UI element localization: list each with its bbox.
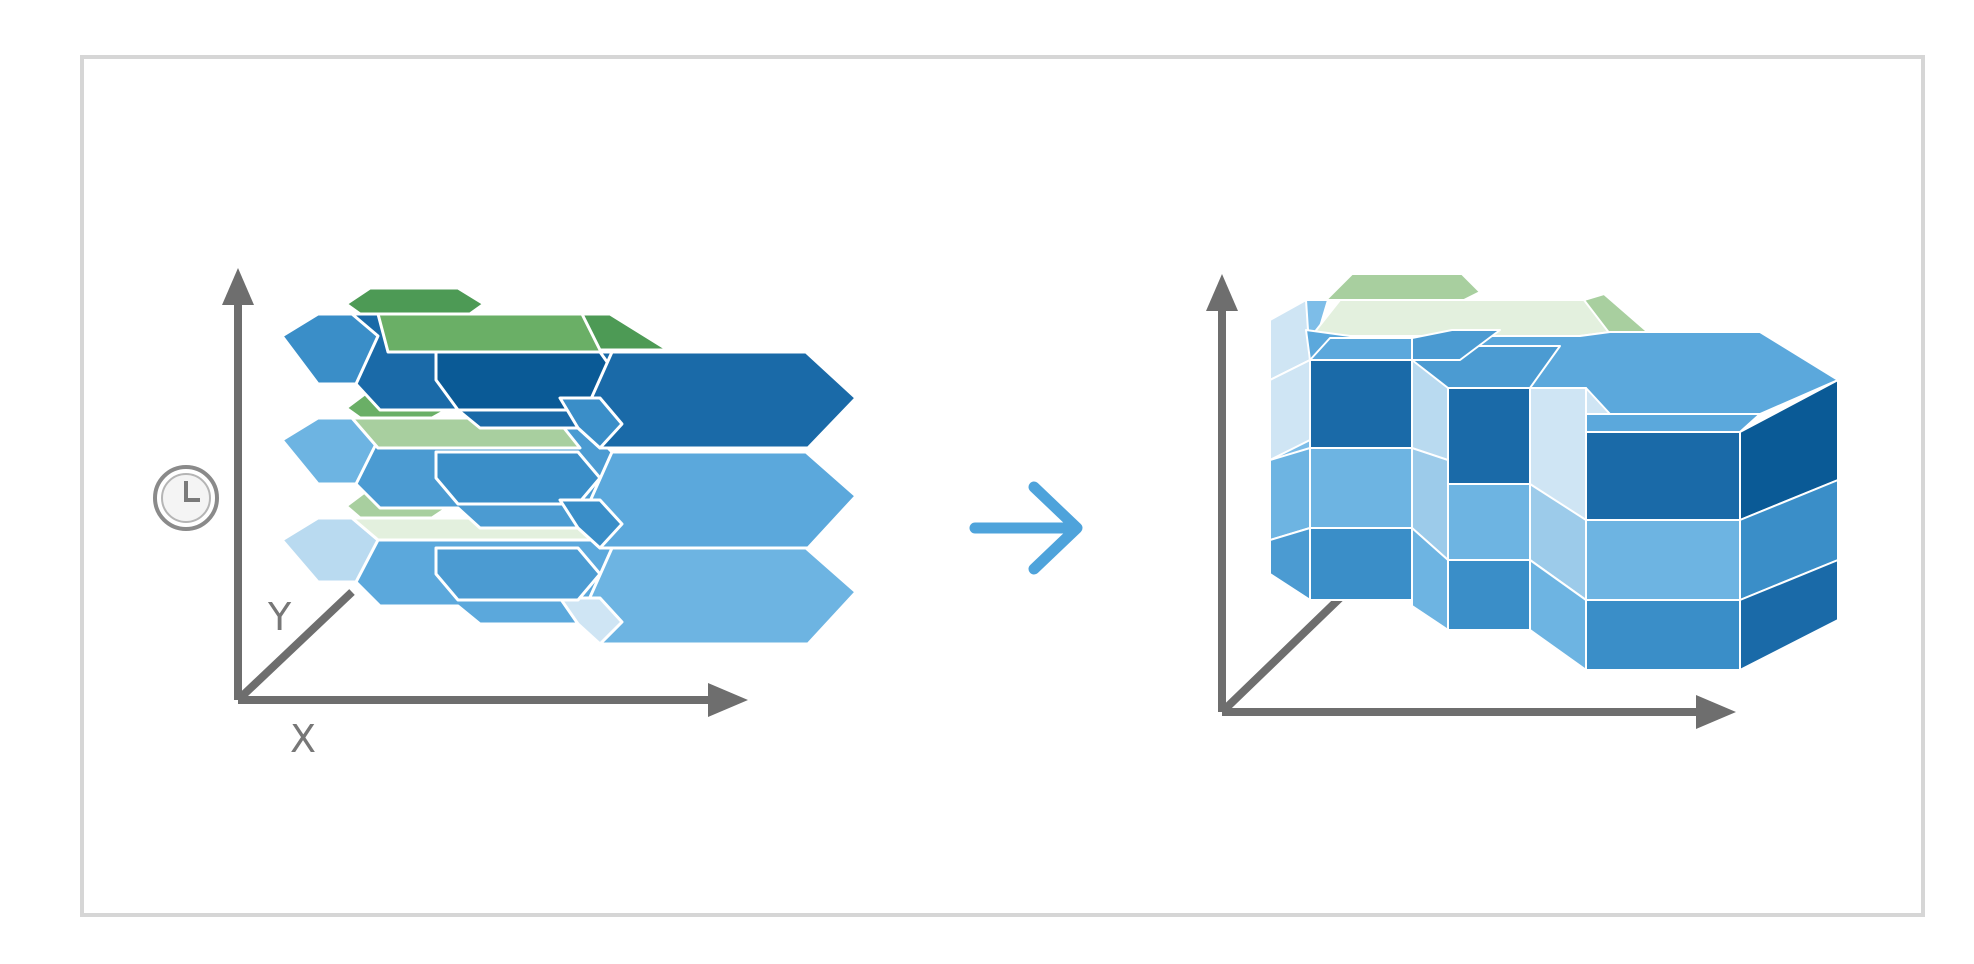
up-arrowhead-icon xyxy=(222,268,254,305)
left-axes xyxy=(222,268,748,717)
space-time-cube xyxy=(1269,273,1839,671)
right-axes xyxy=(1206,274,1736,729)
right-arrowhead-icon xyxy=(708,683,748,717)
right-arrowhead-icon xyxy=(1696,695,1736,729)
time-slice-top xyxy=(280,286,858,450)
x-axis-label: X xyxy=(290,717,316,761)
y-axis-label: Y xyxy=(267,595,292,639)
arrow-right-icon xyxy=(969,481,1083,575)
up-arrowhead-icon xyxy=(1206,274,1238,311)
clock-icon xyxy=(153,465,219,531)
